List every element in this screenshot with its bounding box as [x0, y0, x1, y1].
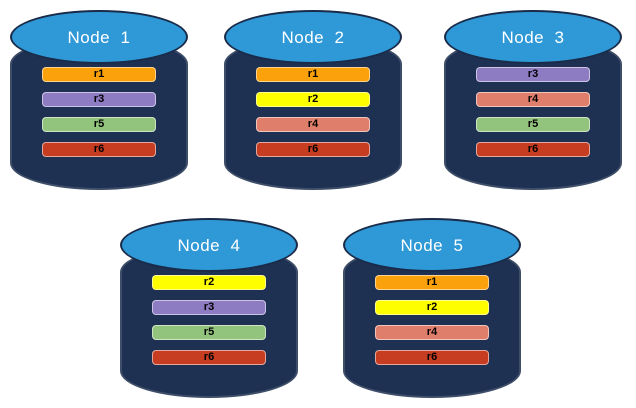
replica-bar-label: r2	[203, 276, 215, 288]
replica-bar-label: r2	[426, 301, 438, 313]
node-title: Node 5	[400, 235, 464, 255]
cylinder-top: Node 5	[343, 218, 521, 272]
node-3: Node 3 r3 r4 r5 r6	[444, 10, 622, 190]
replica-bars: r1 r2 r4 r6	[343, 275, 521, 365]
node-2: Node 2 r1 r2 r4 r6	[224, 10, 402, 190]
replica-bar: r1	[42, 67, 156, 82]
replica-bar: r2	[375, 300, 489, 315]
replica-bar: r2	[256, 92, 370, 107]
replica-bar: r4	[375, 325, 489, 340]
replica-bars: r1 r3 r5 r6	[10, 67, 188, 157]
node-title: Node 1	[67, 27, 131, 47]
replica-bar-label: r4	[307, 118, 319, 130]
replica-bar: r5	[42, 117, 156, 132]
replica-bar: r4	[476, 92, 590, 107]
replica-bar-label: r5	[203, 326, 215, 338]
replica-bar-label: r1	[93, 68, 105, 80]
cylinder-body	[120, 245, 298, 398]
replica-bar: r5	[152, 325, 266, 340]
replica-bar-label: r5	[527, 118, 539, 130]
replica-bars: r1 r2 r4 r6	[224, 67, 402, 157]
replica-bar: r6	[256, 142, 370, 157]
replica-bar-label: r1	[426, 276, 438, 288]
replica-bar: r6	[375, 350, 489, 365]
node-title: Node 3	[501, 27, 565, 47]
replica-bar-label: r6	[527, 143, 539, 155]
replica-bar: r6	[476, 142, 590, 157]
node-1: Node 1 r1 r3 r5 r6	[10, 10, 188, 190]
replica-bar: r6	[42, 142, 156, 157]
replica-bar: r5	[476, 117, 590, 132]
replica-bar-label: r6	[93, 143, 105, 155]
replica-bar-label: r3	[93, 93, 105, 105]
cylinder-top: Node 2	[224, 10, 402, 64]
replica-bar: r1	[375, 275, 489, 290]
replica-bar: r6	[152, 350, 266, 365]
node-5: Node 5 r1 r2 r4 r6	[343, 218, 521, 398]
node-4: Node 4 r2 r3 r5 r6	[120, 218, 298, 398]
replica-bar-label: r6	[203, 351, 215, 363]
replica-bar-label: r6	[307, 143, 319, 155]
replica-bar-label: r2	[307, 93, 319, 105]
cylinder-body	[343, 245, 521, 398]
cylinder-top: Node 4	[120, 218, 298, 272]
cylinder-top: Node 1	[10, 10, 188, 64]
replica-bar-label: r6	[426, 351, 438, 363]
replica-bar-label: r3	[203, 301, 215, 313]
replica-bar: r3	[42, 92, 156, 107]
replica-bar-label: r5	[93, 118, 105, 130]
replica-bar: r3	[152, 300, 266, 315]
cylinder-top: Node 3	[444, 10, 622, 64]
replica-bar-label: r4	[426, 326, 438, 338]
replica-bar-label: r3	[527, 68, 539, 80]
replica-bar: r3	[476, 67, 590, 82]
node-title: Node 4	[177, 235, 241, 255]
replica-bar-label: r1	[307, 68, 319, 80]
replica-bar: r4	[256, 117, 370, 132]
replica-bars: r2 r3 r5 r6	[120, 275, 298, 365]
node-title: Node 2	[281, 27, 345, 47]
replica-bars: r3 r4 r5 r6	[444, 67, 622, 157]
replica-bar: r1	[256, 67, 370, 82]
replica-bar-label: r4	[527, 93, 539, 105]
replica-bar: r2	[152, 275, 266, 290]
